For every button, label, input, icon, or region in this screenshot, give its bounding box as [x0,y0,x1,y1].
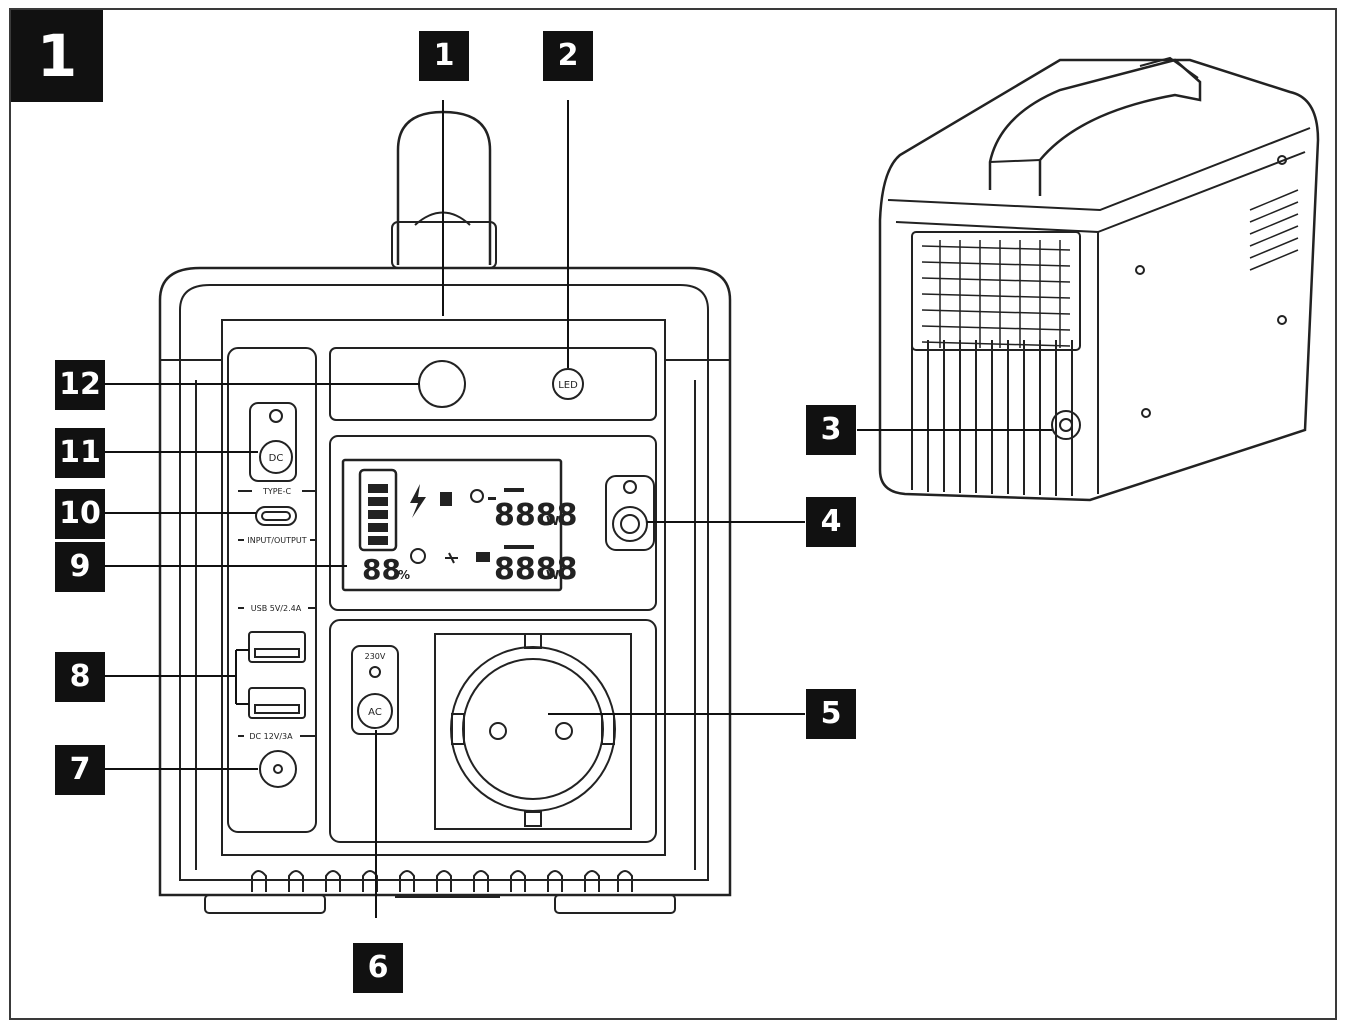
callout-3: 3 [806,405,856,455]
type-c-label: TYPE-C [262,487,292,496]
callout-10: 10 [55,489,105,539]
lcd-input-digits: 8888 [494,552,578,587]
lcd-input-unit: W [546,568,559,582]
lcd-output-unit: W [546,514,559,528]
dc-out-label: DC 12V/3A [249,732,293,741]
callout-12: 12 [55,360,105,410]
dc-button-label: DC [269,453,284,464]
callout-6: 6 [353,943,403,993]
callout-7: 7 [55,745,105,795]
callout-9: 9 [55,542,105,592]
callout-2: 2 [543,31,593,81]
usb-label: USB 5V/2.4A [251,604,302,613]
lcd-percent-unit: % [398,568,410,582]
bottom-vents [251,870,633,892]
callout-5: 5 [806,689,856,739]
callout-4: 4 [806,497,856,547]
back-view [878,56,1320,502]
ac-button-label: AC [368,707,382,718]
figure-number: 1 [11,10,103,102]
led-label: LED [558,380,578,391]
lcd-output-digits: 8888 [494,498,578,533]
ac-voltage-label: 230V [365,652,386,661]
callout-11: 11 [55,428,105,478]
callout-8: 8 [55,652,105,702]
callout-1: 1 [419,31,469,81]
figure-frame [9,8,1337,1020]
input-output-label: INPUT/OUTPUT [247,536,306,545]
leader-lines [104,100,1052,918]
lcd-percent-digits: 88 [362,553,401,586]
